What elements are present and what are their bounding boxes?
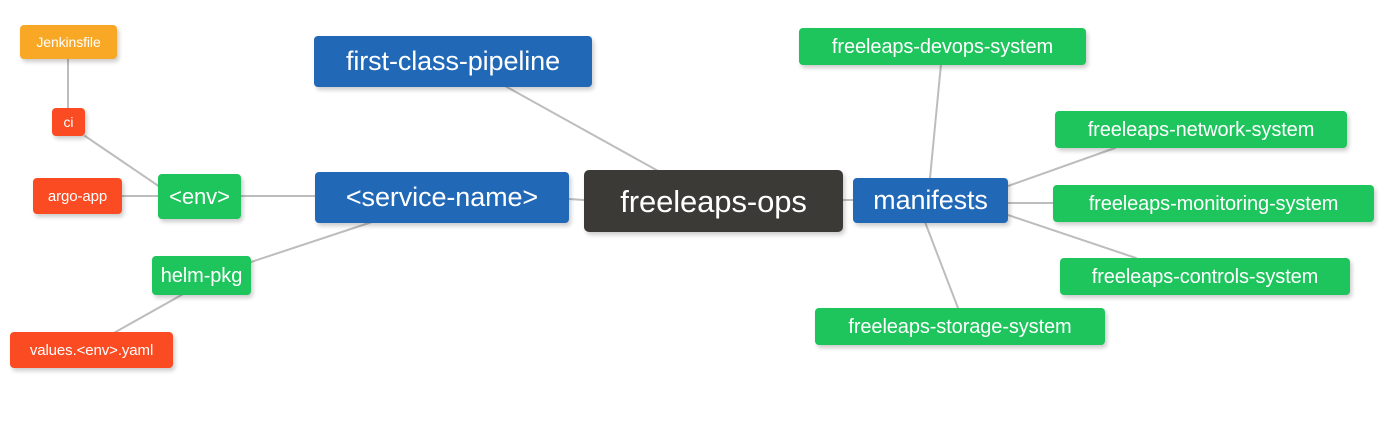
node-label: <env>: [169, 183, 230, 209]
node-manifests[interactable]: manifests: [853, 178, 1008, 223]
node-label: values.<env>.yaml: [29, 341, 154, 359]
node-freeleaps-network-system[interactable]: freeleaps-network-system: [1055, 111, 1347, 148]
edge-manifests-devops: [929, 63, 942, 179]
node-env[interactable]: <env>: [158, 174, 241, 219]
edge-values-helm-pkg: [111, 292, 186, 335]
edge-helm-pkg-service-name: [250, 221, 373, 263]
node-argo-app[interactable]: argo-app: [33, 178, 122, 214]
node-freeleaps-controls-system[interactable]: freeleaps-controls-system: [1060, 258, 1350, 295]
node-jenkinsfile[interactable]: Jenkinsfile: [20, 25, 117, 59]
node-ci[interactable]: ci: [52, 108, 85, 136]
node-freeleaps-ops[interactable]: freeleaps-ops: [584, 170, 843, 232]
node-label: ci: [63, 114, 74, 130]
node-helm-pkg[interactable]: helm-pkg: [152, 256, 251, 295]
node-label: freeleaps-controls-system: [1091, 265, 1319, 288]
node-label: freeleaps-ops: [620, 183, 807, 219]
node-label: freeleaps-network-system: [1087, 118, 1315, 141]
node-label: freeleaps-devops-system: [831, 35, 1054, 58]
edge-service-name-freeleaps-ops: [568, 198, 585, 201]
node-freeleaps-monitoring-system[interactable]: freeleaps-monitoring-system: [1053, 185, 1374, 222]
node-freeleaps-storage-system[interactable]: freeleaps-storage-system: [815, 308, 1105, 345]
node-label: <service-name>: [345, 182, 539, 212]
edge-manifests-network: [1007, 147, 1116, 187]
node-freeleaps-devops-system[interactable]: freeleaps-devops-system: [799, 28, 1086, 65]
node-values-env-yaml[interactable]: values.<env>.yaml: [10, 332, 173, 368]
node-label: Jenkinsfile: [36, 34, 101, 50]
node-label: freeleaps-monitoring-system: [1088, 192, 1339, 215]
node-label: argo-app: [47, 187, 108, 205]
edge-manifests-storage: [924, 221, 959, 309]
node-first-class-pipeline[interactable]: first-class-pipeline: [314, 36, 592, 87]
edge-first-class-pipeline-freeleaps-ops: [504, 85, 661, 173]
node-label: first-class-pipeline: [345, 46, 561, 76]
node-label: manifests: [873, 185, 988, 215]
node-label: freeleaps-storage-system: [848, 315, 1072, 338]
node-label: helm-pkg: [160, 264, 243, 287]
node-service-name[interactable]: <service-name>: [315, 172, 569, 223]
